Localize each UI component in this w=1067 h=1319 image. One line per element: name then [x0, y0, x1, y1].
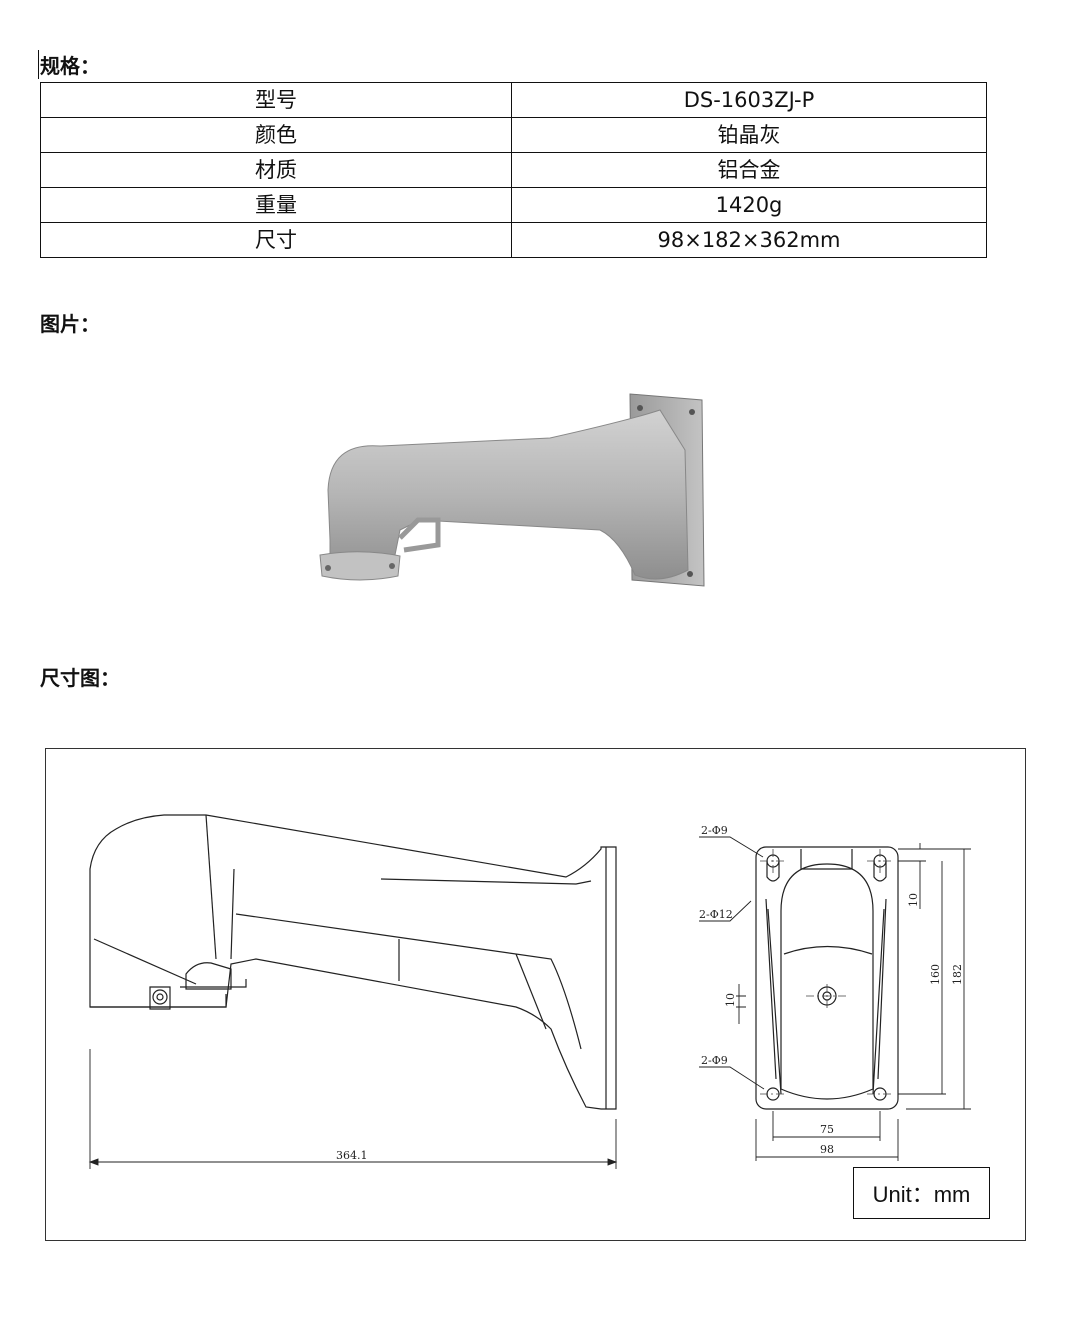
dim-10-left: 10: [724, 993, 737, 1007]
dim-98: 98: [820, 1143, 834, 1156]
spec-value: 1420g: [511, 187, 987, 223]
table-row: 尺寸 98×182×362mm: [40, 222, 987, 258]
spec-key: 重量: [40, 187, 512, 223]
dim-160: 160: [929, 964, 942, 985]
spec-key: 型号: [40, 82, 512, 118]
dimension-heading: 尺寸图：: [40, 666, 120, 690]
length-dimension-label: 364.1: [336, 1149, 368, 1162]
spec-heading: 规格：: [38, 50, 100, 79]
spec-value: 铝合金: [511, 152, 987, 188]
spec-table: 型号 DS-1603ZJ-P 颜色 铂晶灰 材质 铝合金 重量 1420g 尺寸…: [40, 82, 987, 258]
dimension-drawing-lines: 364.1 2-Φ9 2-Φ12 2-Φ9 10 10 160 182 75 9…: [88, 814, 971, 1169]
spec-value: 98×182×362mm: [511, 222, 987, 258]
table-row: 颜色 铂晶灰: [40, 117, 987, 153]
bracket-product-image: [319, 393, 705, 587]
dim-75: 75: [820, 1123, 834, 1136]
spec-key: 尺寸: [40, 222, 512, 258]
hole-top-label: 2-Φ9: [701, 824, 728, 837]
table-row: 重量 1420g: [40, 187, 987, 223]
spec-value: DS-1603ZJ-P: [511, 82, 987, 118]
spec-key: 材质: [40, 152, 512, 188]
picture-heading: 图片：: [40, 312, 100, 336]
spec-key: 颜色: [40, 117, 512, 153]
table-row: 材质 铝合金: [40, 152, 987, 188]
hole-mid-label: 2-Φ12: [699, 908, 733, 921]
hole-bottom-label: 2-Φ9: [701, 1054, 728, 1067]
table-row: 型号 DS-1603ZJ-P: [40, 82, 987, 118]
unit-box: Unit：mm: [853, 1167, 990, 1219]
spec-value: 铂晶灰: [511, 117, 987, 153]
dim-182: 182: [951, 964, 964, 985]
dim-10-right: 10: [907, 893, 920, 907]
dimension-drawing: 364.1 2-Φ9 2-Φ12 2-Φ9 10 10 160 182 75 9…: [45, 748, 1026, 1241]
